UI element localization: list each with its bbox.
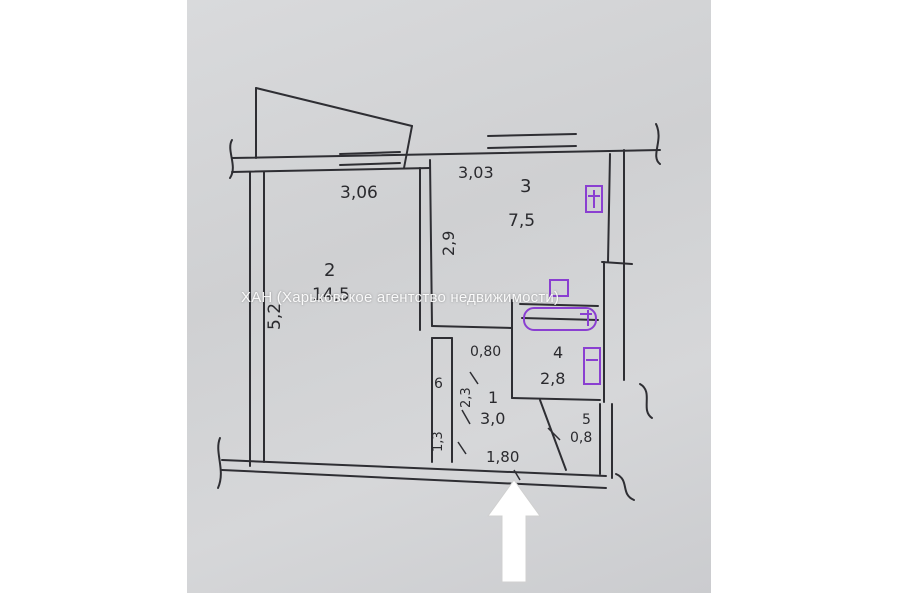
dimension-closet-side: 6 bbox=[434, 376, 443, 392]
room-3-area: 7,5 bbox=[508, 211, 535, 231]
dimension-hall-bottom: 1,80 bbox=[486, 448, 519, 466]
room-2-area: 14,5 bbox=[312, 285, 350, 305]
dimension-room2-top: 3,06 bbox=[340, 183, 378, 203]
entrance-arrow-icon bbox=[487, 479, 541, 583]
dimension-room3-side: 2,9 bbox=[439, 231, 458, 256]
dimension-lower-side: 1,3 bbox=[431, 431, 446, 452]
room-4-number: 4 bbox=[553, 343, 563, 362]
dimension-room2-left: 5,2 bbox=[265, 303, 285, 330]
room-1-area: 3,0 bbox=[480, 409, 505, 428]
room-4-area: 2,8 bbox=[540, 369, 565, 388]
dimension-hall-side: 2,3 bbox=[459, 387, 474, 408]
room-3-number: 3 bbox=[520, 176, 531, 197]
room-2-number: 2 bbox=[324, 260, 335, 281]
room-1-number: 1 bbox=[488, 388, 498, 407]
room-5-area: 0,8 bbox=[570, 430, 592, 446]
dimension-room3-top: 3,03 bbox=[458, 163, 494, 182]
room-5-number: 5 bbox=[582, 412, 591, 428]
dimension-closet-width: 0,80 bbox=[470, 344, 501, 360]
watermark-text: ХАН (Харьковское агентство недвижимости) bbox=[241, 289, 560, 306]
